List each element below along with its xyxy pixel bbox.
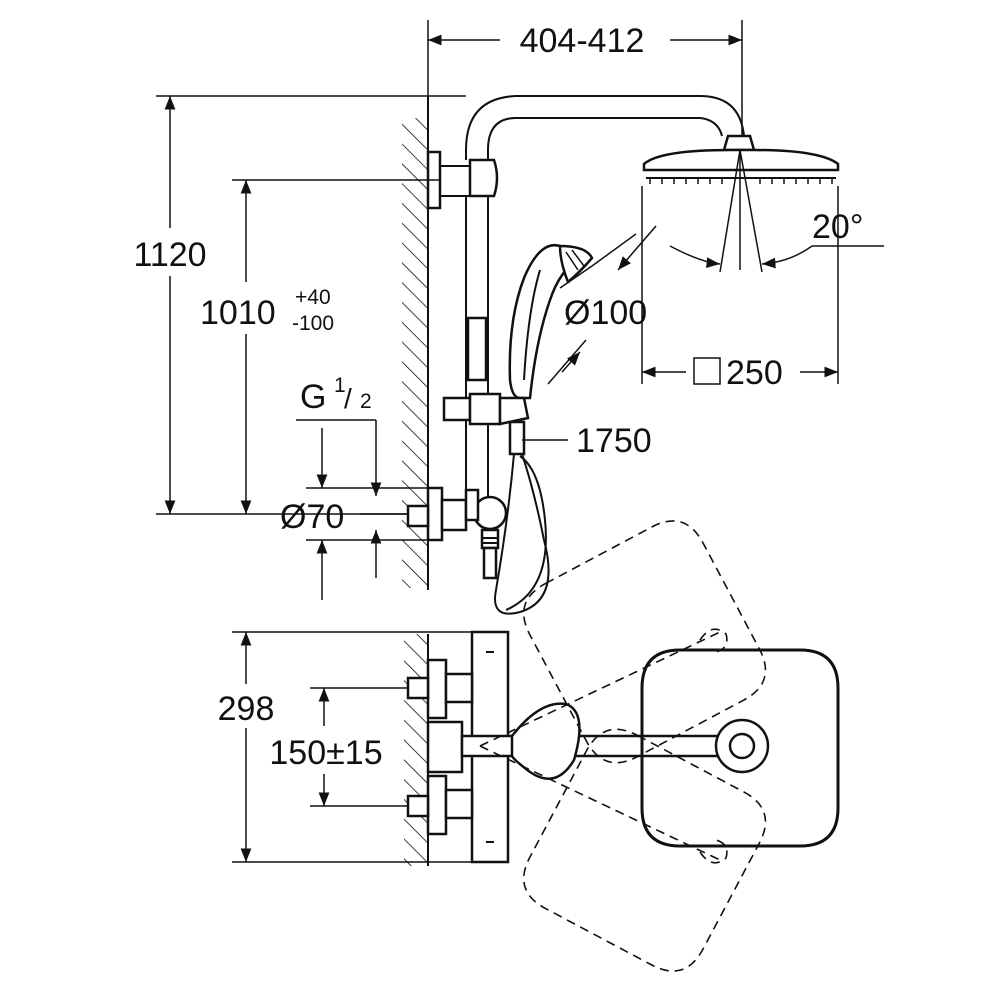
riser-rail bbox=[465, 95, 745, 498]
front-view: 404-412 1120 1010 +40 -100 G 1 / 2 bbox=[133, 20, 884, 615]
projection-label: 298 bbox=[218, 690, 275, 728]
centers-label: 150±15 bbox=[269, 734, 382, 772]
thread-den: 2 bbox=[360, 390, 372, 413]
dim-spray-angle: 20° bbox=[669, 208, 884, 269]
slider-holder bbox=[442, 392, 530, 456]
thread-num: 1 bbox=[334, 374, 346, 397]
dim-hose-length: 1750 bbox=[522, 422, 652, 460]
dim-head-size: 250 bbox=[641, 186, 839, 392]
dim-centers: 150±15 bbox=[269, 687, 408, 807]
rail-height-label: 1010 bbox=[200, 294, 276, 332]
thread-slash: / bbox=[344, 383, 352, 414]
width-range-label: 404-412 bbox=[520, 22, 645, 60]
rail-tol-plus: +40 bbox=[295, 286, 331, 309]
rail-tol-minus: -100 bbox=[292, 312, 334, 335]
shower-hose bbox=[494, 453, 550, 615]
mixer-front bbox=[406, 486, 508, 580]
rotation-positions bbox=[479, 520, 767, 972]
hose-length-label: 1750 bbox=[576, 422, 652, 460]
total-height-label: 1120 bbox=[133, 236, 206, 274]
dim-thread: G 1 / 2 bbox=[296, 374, 382, 578]
dim-rosette: Ø70 bbox=[280, 428, 428, 600]
top-view: 298 150±15 bbox=[218, 520, 840, 972]
dim-hand-shower: Ø100 bbox=[547, 225, 657, 385]
shower-arm-top bbox=[460, 702, 770, 780]
dim-rail-height: 1010 +40 -100 bbox=[200, 179, 440, 514]
hand-shower-diameter-label: Ø100 bbox=[564, 294, 647, 332]
thread-prefix: G bbox=[300, 378, 326, 416]
rosette-diameter-label: Ø70 bbox=[280, 498, 344, 536]
head-shower bbox=[642, 134, 840, 273]
hand-shower bbox=[508, 243, 594, 400]
dim-width: 404-412 bbox=[427, 20, 743, 136]
dim-projection: 298 bbox=[218, 631, 472, 863]
wall-top bbox=[404, 634, 429, 866]
head-size-label: 250 bbox=[726, 354, 783, 392]
head-shower-top bbox=[640, 648, 840, 848]
